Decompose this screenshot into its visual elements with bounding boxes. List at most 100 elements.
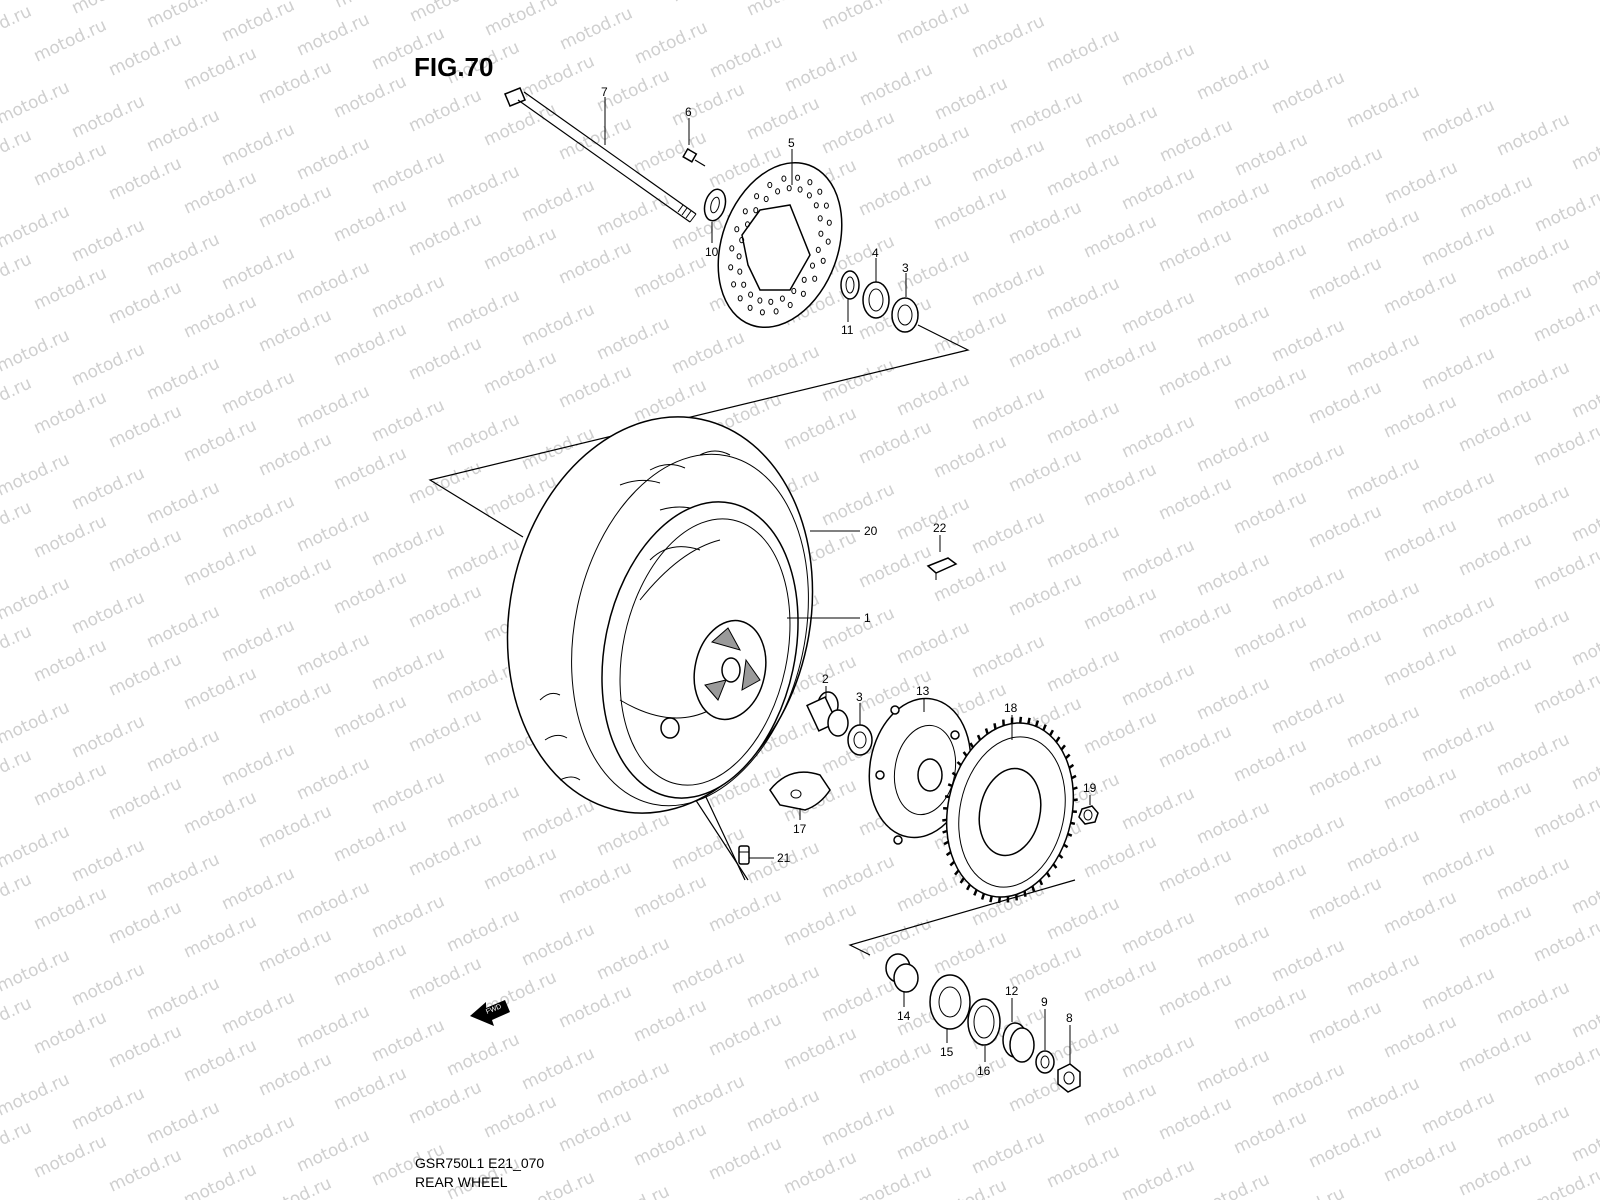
callout-1: 1 bbox=[864, 611, 871, 625]
callout-2: 2 bbox=[822, 672, 829, 686]
watermark-text: motod.ru bbox=[1456, 281, 1535, 332]
watermark-text: motod.ru bbox=[444, 533, 523, 584]
watermark-text: motod.ru bbox=[369, 519, 448, 570]
watermark-text: motod.ru bbox=[1231, 735, 1310, 786]
watermark-text: motod.ru bbox=[1381, 391, 1460, 442]
sprocket-tooth bbox=[1027, 717, 1031, 725]
watermark-text: motod.ru bbox=[819, 479, 898, 530]
watermark-text: motod.ru bbox=[219, 615, 298, 666]
watermark-text: motod.ru bbox=[669, 1071, 748, 1122]
watermark-text: motod.ru bbox=[1119, 287, 1198, 338]
watermark-text: motod.ru bbox=[1269, 935, 1348, 986]
disc-vent-hole bbox=[800, 290, 806, 297]
callout-9: 9 bbox=[1041, 995, 1048, 1009]
watermark-text: motod.ru bbox=[1231, 859, 1310, 910]
watermark-text: motod.ru bbox=[256, 181, 335, 232]
watermark-text: motod.ru bbox=[1156, 473, 1235, 524]
watermark-text: motod.ru bbox=[0, 1117, 35, 1168]
watermark-text: motod.ru bbox=[481, 223, 560, 274]
watermark-text: motod.ru bbox=[444, 161, 523, 212]
watermark-text: motod.ru bbox=[1419, 591, 1498, 642]
watermark-text: motod.ru bbox=[1194, 177, 1273, 228]
watermark-text: motod.ru bbox=[519, 299, 598, 350]
watermark-text: motod.ru bbox=[1569, 247, 1600, 298]
disc-vent-hole bbox=[795, 174, 801, 181]
watermark-text: motod.ru bbox=[1119, 1155, 1198, 1200]
watermark-text: motod.ru bbox=[444, 905, 523, 956]
watermark-text: motod.ru bbox=[1306, 501, 1385, 552]
sprocket-nut bbox=[1078, 805, 1099, 825]
watermark-text: motod.ru bbox=[1156, 721, 1235, 772]
watermark-text: motod.ru bbox=[31, 387, 110, 438]
watermark-text: motod.ru bbox=[1531, 295, 1600, 346]
watermark-text: motod.ru bbox=[1531, 543, 1600, 594]
sprocket-tooth bbox=[942, 818, 947, 822]
watermark-text: motod.ru bbox=[1081, 707, 1160, 758]
watermark-text: motod.ru bbox=[331, 195, 410, 246]
watermark-text: motod.ru bbox=[894, 0, 973, 49]
watermark-text: motod.ru bbox=[669, 947, 748, 998]
watermark-text: motod.ru bbox=[406, 829, 485, 880]
watermark-text: motod.ru bbox=[219, 367, 298, 418]
watermark-text: motod.ru bbox=[706, 1133, 785, 1184]
watermark-text: motod.ru bbox=[819, 851, 898, 902]
watermark-text: motod.ru bbox=[969, 11, 1048, 62]
sprocket-tooth bbox=[976, 734, 982, 741]
watermark-text: motod.ru bbox=[406, 333, 485, 384]
watermark-text: motod.ru bbox=[1156, 1093, 1235, 1144]
watermark-text: motod.ru bbox=[632, 17, 711, 68]
watermark-text: motod.ru bbox=[219, 491, 298, 542]
disc-vent-hole bbox=[801, 276, 807, 283]
watermark-text: motod.ru bbox=[406, 457, 485, 508]
watermark-text: motod.ru bbox=[594, 1181, 673, 1200]
watermark-text: motod.ru bbox=[294, 1125, 373, 1176]
watermark-text: motod.ru bbox=[1419, 715, 1498, 766]
watermark-text: motod.ru bbox=[31, 883, 110, 934]
watermark-text: motod.ru bbox=[1269, 191, 1348, 242]
disc-vent-hole bbox=[773, 308, 779, 315]
watermark-text: motod.ru bbox=[144, 353, 223, 404]
watermark-text: motod.ru bbox=[1569, 495, 1600, 546]
watermark-text: motod.ru bbox=[931, 183, 1010, 234]
watermark-text: motod.ru bbox=[594, 189, 673, 240]
watermark-text: motod.ru bbox=[1194, 1169, 1273, 1200]
watermark-text: motod.ru bbox=[181, 415, 260, 466]
center-spacer bbox=[806, 691, 849, 737]
watermark-text: motod.ru bbox=[1419, 963, 1498, 1014]
watermark-text: motod.ru bbox=[106, 153, 185, 204]
watermark-text: motod.ru bbox=[69, 711, 148, 762]
disc-vent-hole bbox=[787, 301, 793, 309]
watermark-text: motod.ru bbox=[1494, 1101, 1573, 1152]
watermark-text: motod.ru bbox=[1381, 1011, 1460, 1062]
disc-vent-hole bbox=[736, 253, 742, 260]
watermark-text: motod.ru bbox=[144, 973, 223, 1024]
callout-14: 14 bbox=[897, 1009, 911, 1023]
watermark-text: motod.ru bbox=[856, 541, 935, 592]
callout-6: 6 bbox=[685, 105, 692, 119]
sprocket-tooth bbox=[1023, 890, 1027, 897]
watermark-text: motod.ru bbox=[631, 251, 710, 302]
sprocket-tooth bbox=[1018, 716, 1023, 724]
rear-sprocket bbox=[942, 716, 1078, 904]
watermark-text: motod.ru bbox=[144, 477, 223, 528]
watermark-text: motod.ru bbox=[1569, 743, 1600, 794]
watermark-text: motod.ru bbox=[144, 725, 223, 776]
watermark-text: motod.ru bbox=[369, 395, 448, 446]
watermark-text: motod.ru bbox=[0, 573, 73, 624]
sprocket-damper bbox=[769, 771, 831, 811]
watermark-text: motod.ru bbox=[1531, 1039, 1600, 1090]
watermark-text: motod.ru bbox=[1081, 211, 1160, 262]
sprocket-tooth bbox=[1068, 763, 1075, 769]
watermark-text: motod.ru bbox=[444, 1029, 523, 1080]
sprocket-tooth bbox=[1052, 863, 1058, 869]
watermark-text: motod.ru bbox=[1344, 81, 1423, 132]
watermark-text: motod.ru bbox=[856, 1037, 935, 1088]
callout-22: 22 bbox=[933, 521, 947, 535]
disc-vent-hole bbox=[759, 309, 765, 316]
watermark-text: motod.ru bbox=[406, 705, 485, 756]
watermark-text: motod.ru bbox=[31, 139, 110, 190]
watermark-text: motod.ru bbox=[931, 431, 1010, 482]
watermark-text: motod.ru bbox=[1344, 701, 1423, 752]
watermark-text: motod.ru bbox=[0, 325, 73, 376]
callout-5: 5 bbox=[788, 136, 795, 150]
